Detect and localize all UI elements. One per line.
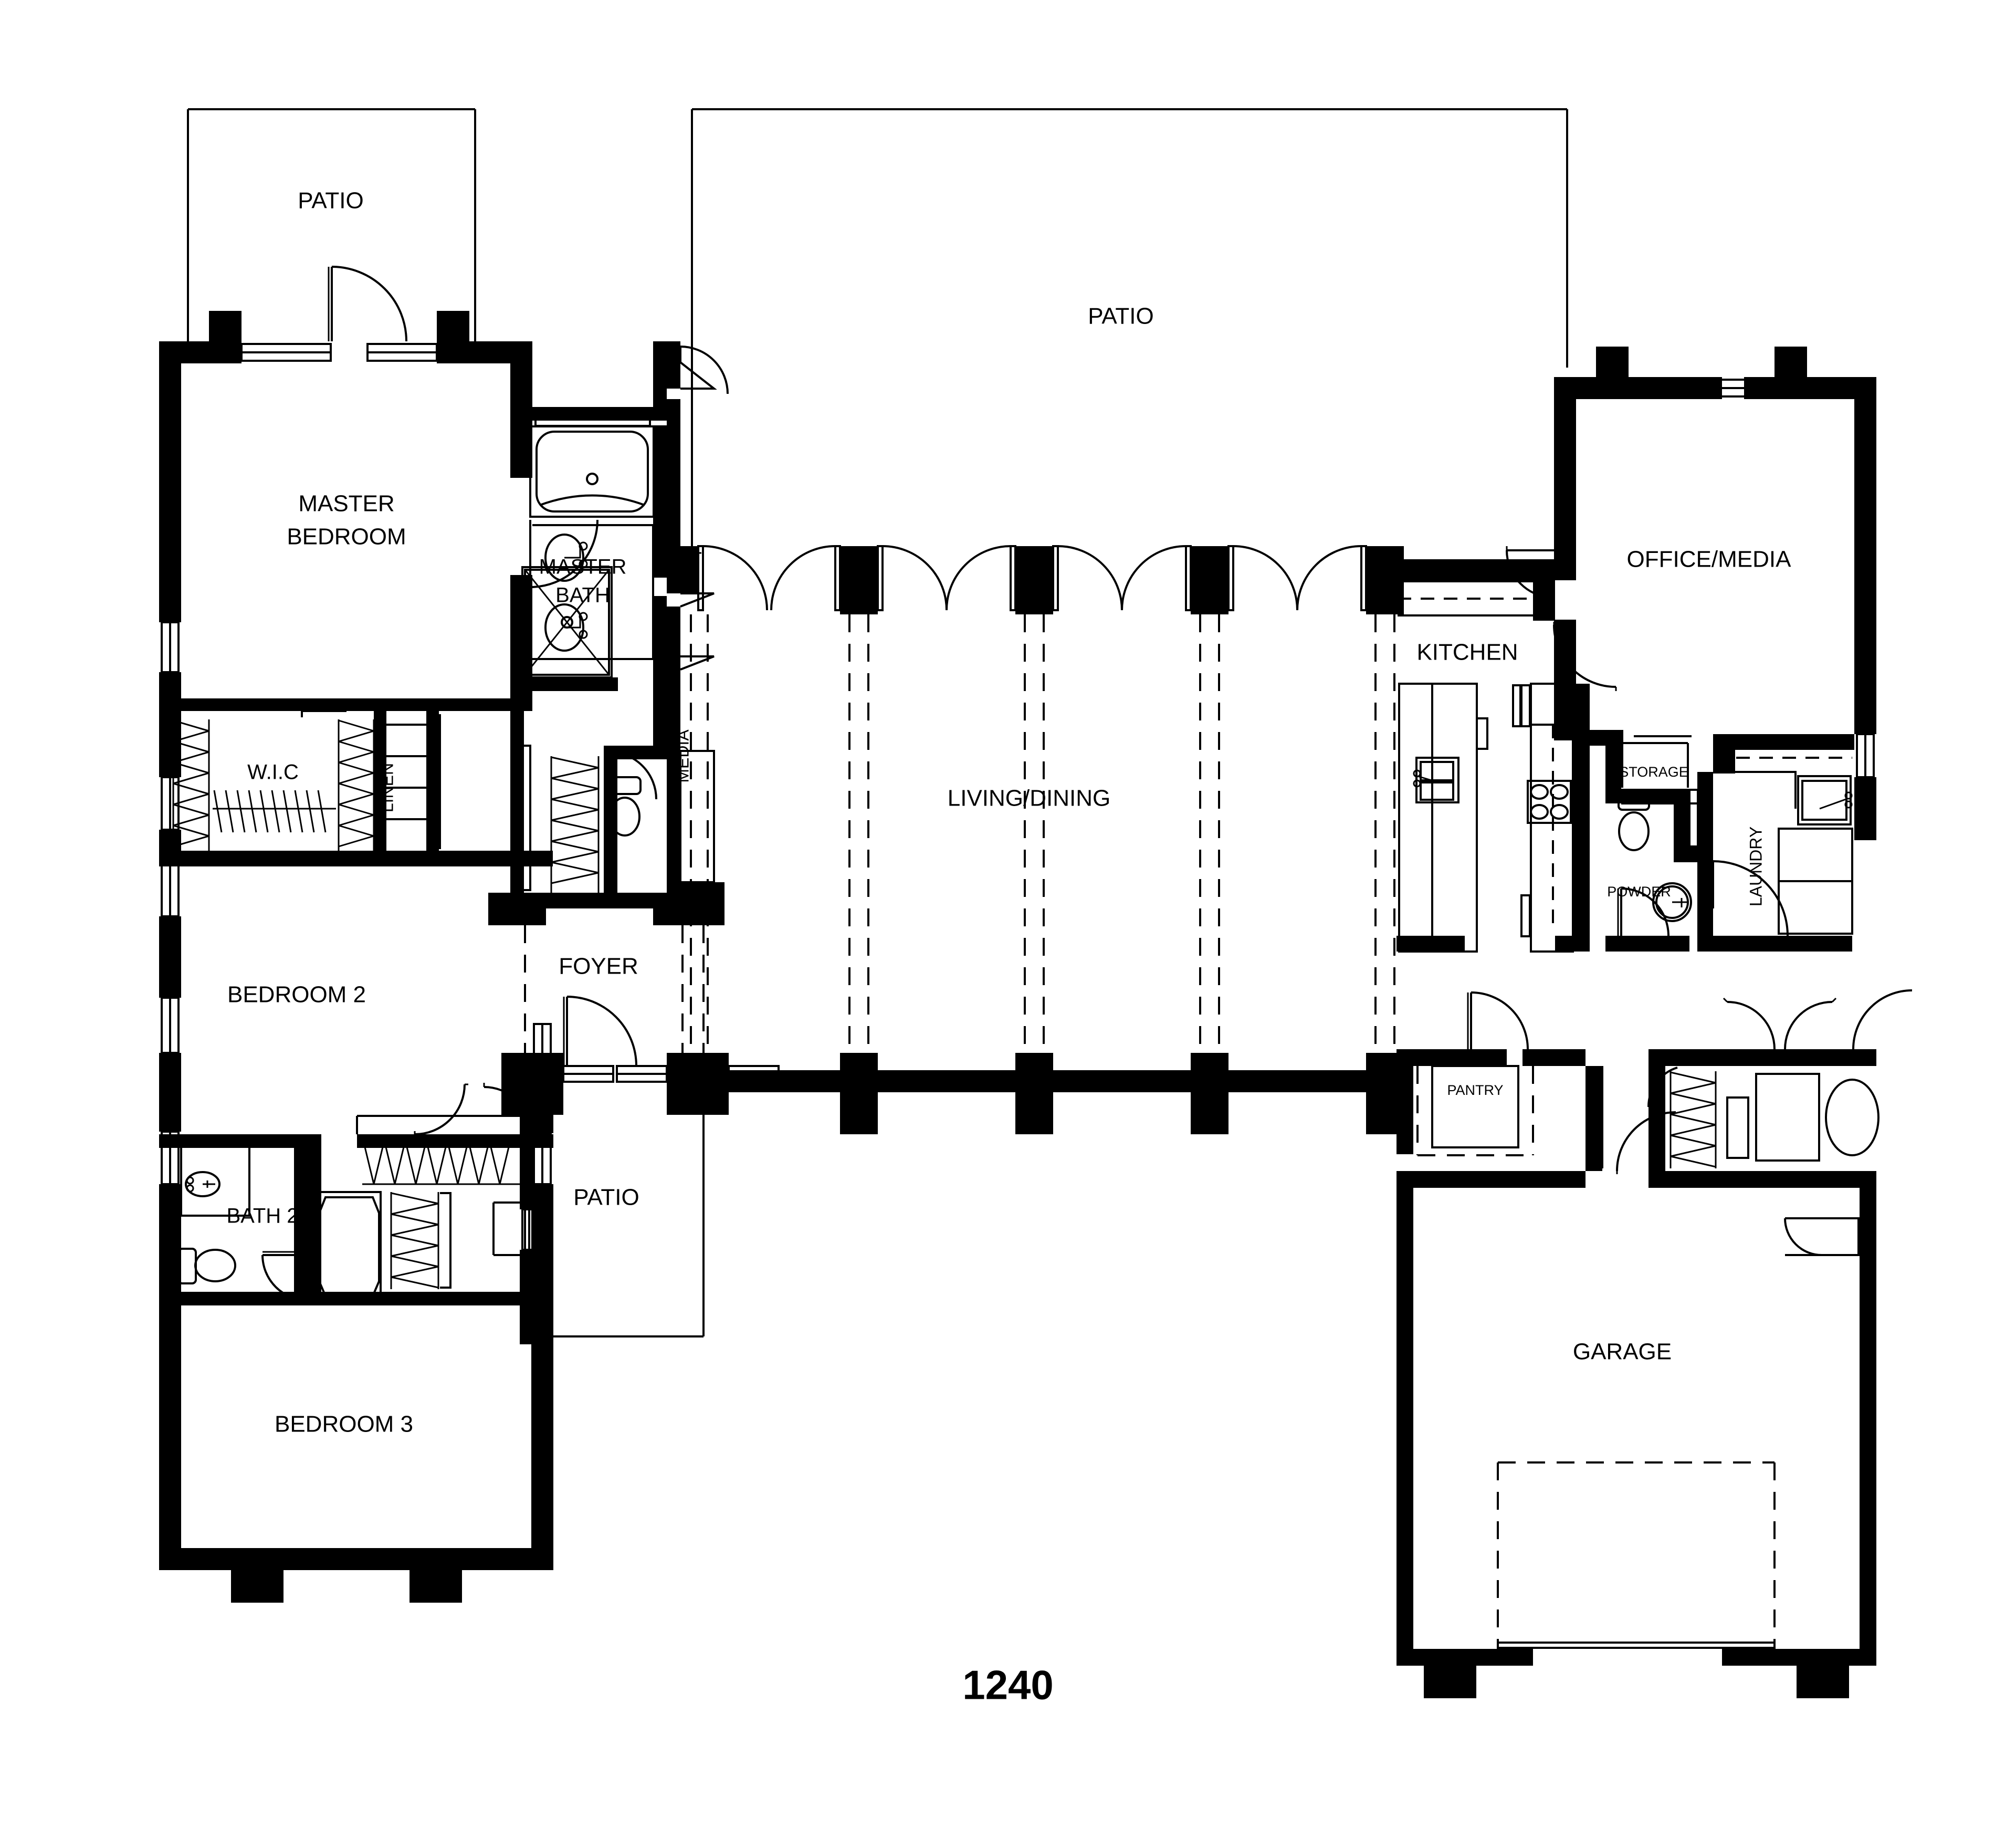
wic-linen-group	[159, 710, 553, 866]
label-kitchen: KITCHEN	[1416, 640, 1518, 665]
bath2-vanity	[180, 1141, 250, 1217]
pantry-mud-garage-group	[1396, 989, 1913, 1698]
master-linen-shelves	[386, 724, 426, 820]
label-linen-master: LINEN	[377, 763, 396, 812]
kitchen-counter-run	[1512, 683, 1574, 953]
label-master-bedroom-line1: MASTER	[298, 491, 394, 517]
label-master-bath-line2: BATH	[555, 584, 610, 607]
master-wc-closet-hatch	[550, 756, 600, 893]
label-wic: W.I.C	[247, 761, 299, 784]
wic-hanging-hatch-right	[338, 719, 375, 851]
utility-group	[1605, 734, 1853, 952]
living-bottom-windows	[731, 1072, 1365, 1091]
media-niche-group	[667, 341, 729, 925]
label-media: MEDIA	[673, 729, 692, 783]
label-garage: GARAGE	[1573, 1339, 1672, 1365]
label-patio-rear: PATIO	[1088, 304, 1154, 329]
label-powder: POWDER	[1607, 884, 1671, 900]
living-top-wall	[680, 545, 1404, 1055]
label-master-bedroom-line2: BEDROOM	[287, 524, 406, 550]
plan-title: 1240	[962, 1662, 1054, 1708]
label-living-dining: LIVING/DINING	[948, 786, 1111, 811]
room-labels: PATIO MASTER BEDROOM MASTER BATH W.I.C L…	[226, 188, 1791, 1437]
mud-bench	[1726, 1073, 1880, 1162]
label-master-bath-line1: MASTER	[539, 556, 627, 579]
bath2-tub	[317, 1191, 382, 1301]
wic-hanging-hatch-left	[172, 719, 210, 851]
master-toilet	[608, 776, 642, 837]
label-patio-master: PATIO	[298, 188, 364, 214]
kitchen-cooktop	[1527, 780, 1572, 824]
office-media-group	[1506, 347, 1876, 840]
french-door-bay-2	[877, 545, 1016, 611]
living-bottom-wall	[667, 1053, 1404, 1134]
label-foyer: FOYER	[559, 954, 638, 979]
label-laundry: LAUNDRY	[1746, 827, 1765, 906]
kitchen-island	[1398, 683, 1488, 953]
label-office-media: OFFICE/MEDIA	[1627, 547, 1792, 572]
label-storage: STORAGE	[1619, 764, 1688, 780]
label-bedroom2: BEDROOM 2	[227, 982, 366, 1008]
bath2-toilet	[177, 1248, 236, 1284]
mud-closet-hatch	[1670, 1071, 1717, 1168]
kitchen-living-wall	[1366, 559, 1404, 614]
wic-shelf-hatch	[213, 790, 336, 833]
bedroom3-closet-hatch	[390, 1192, 439, 1289]
french-door-bay-3	[1052, 545, 1192, 611]
label-pantry: PANTRY	[1447, 1082, 1503, 1098]
lower-left-interior	[159, 1083, 553, 1305]
laundry-sink	[1797, 775, 1853, 825]
powder-toilet	[1618, 793, 1650, 851]
laundry-washer-dryer	[1778, 828, 1853, 935]
label-bedroom3: BEDROOM 3	[275, 1412, 413, 1437]
label-bath2: BATH 2	[226, 1205, 298, 1228]
bedroom2-closet-hatch	[362, 1140, 525, 1185]
label-linen-powder: LINEN	[1678, 801, 1694, 843]
label-patio-front: PATIO	[573, 1185, 639, 1210]
left-wing-walls	[159, 266, 553, 1603]
french-door-bay-1	[697, 545, 841, 611]
